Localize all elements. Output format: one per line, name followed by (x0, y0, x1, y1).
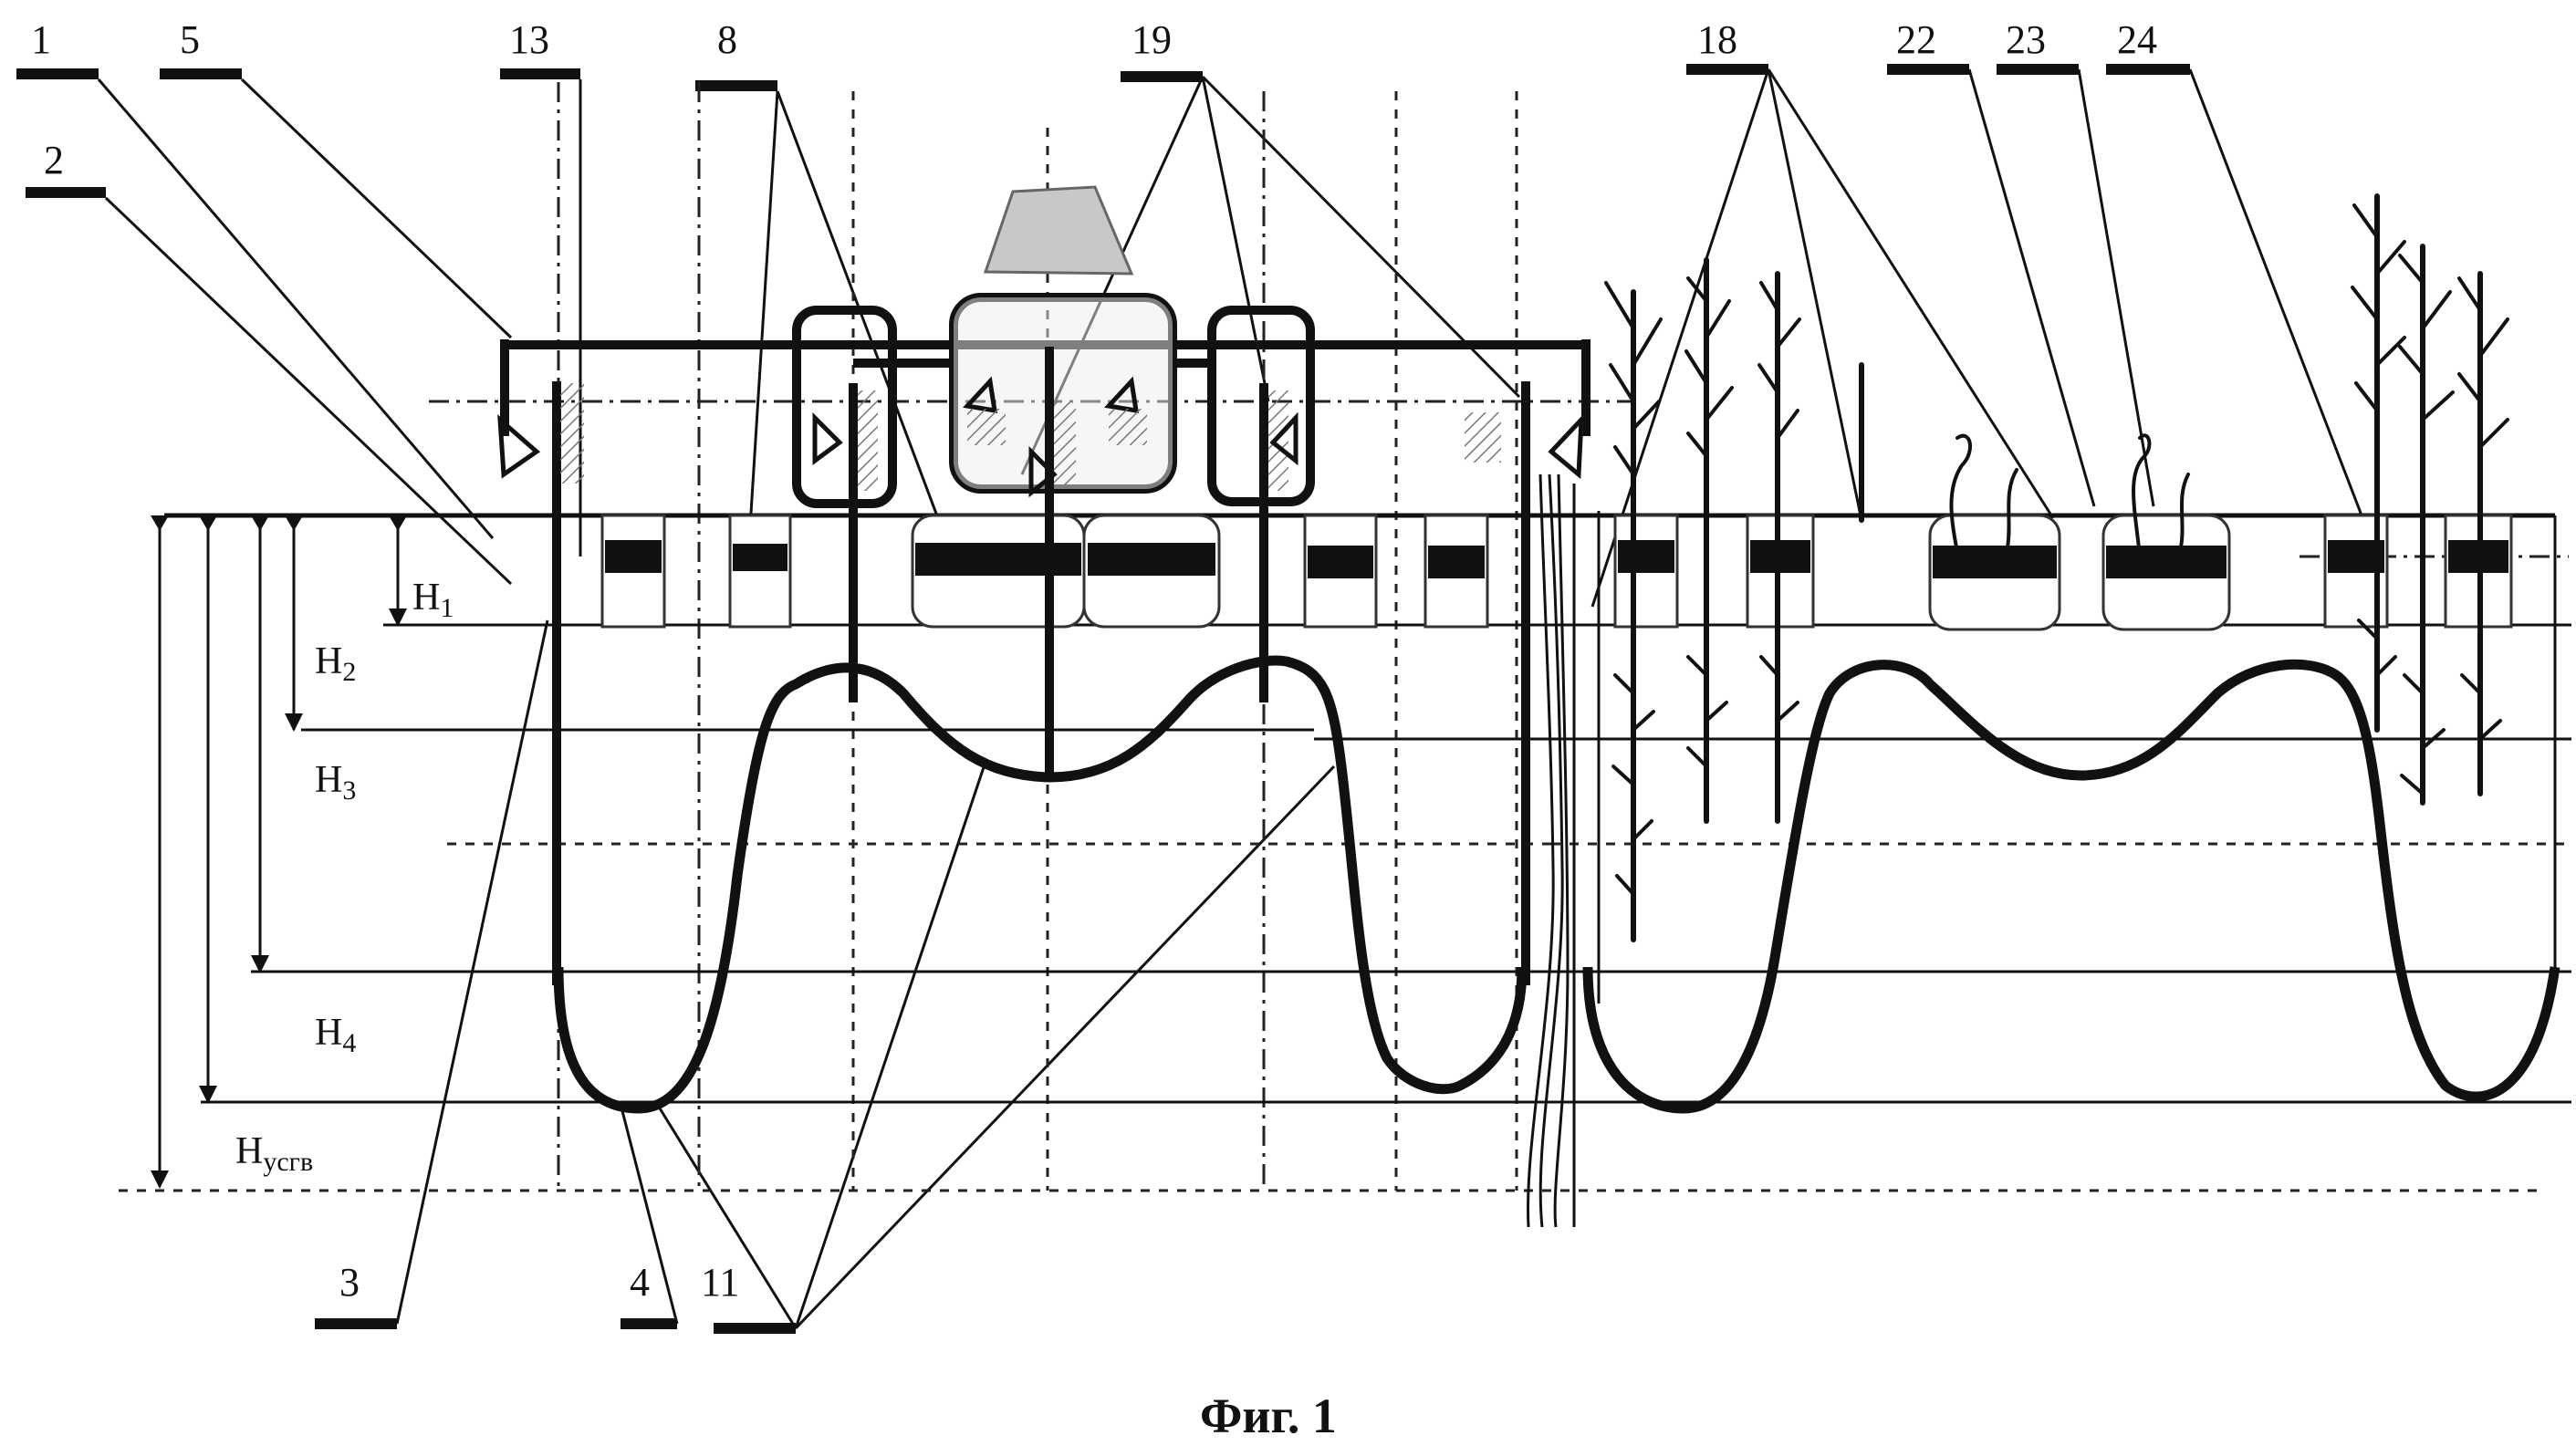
callout-3: 3 (339, 1260, 360, 1305)
depth-arrows (151, 515, 407, 1189)
plants-right-group (2351, 193, 2509, 806)
tool-triangles (497, 376, 1584, 498)
callout-11: 11 (701, 1260, 739, 1305)
depth-label-hugv: Hусгв (235, 1130, 313, 1177)
callout-13: 13 (509, 17, 549, 62)
surface-blocks (600, 514, 2513, 631)
callout-5: 5 (180, 17, 200, 62)
callout-23: 23 (2006, 17, 2046, 62)
rippers (552, 347, 1530, 985)
hopper (983, 185, 1134, 276)
depth-label-h1: H1 (412, 577, 454, 623)
depth-label-h3: H3 (315, 759, 356, 806)
callout-1: 1 (31, 17, 51, 62)
drainage-tubes (1527, 473, 1601, 1228)
callout-22: 22 (1896, 17, 1936, 62)
working-unit-left (792, 306, 897, 508)
callout-24: 24 (2117, 17, 2157, 62)
figure-caption: Фиг. 1 (1200, 1389, 1337, 1443)
callout-4: 4 (630, 1260, 650, 1305)
leader-lines (97, 68, 2365, 1330)
callout-2: 2 (44, 138, 64, 182)
depth-label-h2: H2 (315, 640, 356, 687)
plants-sprouts (1949, 433, 2190, 577)
construction-lines (119, 82, 2571, 1192)
callout-18: 18 (1697, 17, 1737, 62)
callout-8: 8 (717, 17, 737, 62)
callout-numbers: 1 5 2 13 8 19 18 22 23 24 3 4 11 (31, 17, 2157, 1305)
callout-bars (16, 64, 2190, 1334)
plants-left-group (1604, 257, 1864, 942)
depth-labels: H1 H2 H3 H4 Hусгв (235, 577, 454, 1177)
depth-label-h4: H4 (315, 1012, 356, 1058)
callout-19: 19 (1132, 17, 1172, 62)
furrow-curves (553, 655, 2560, 1114)
